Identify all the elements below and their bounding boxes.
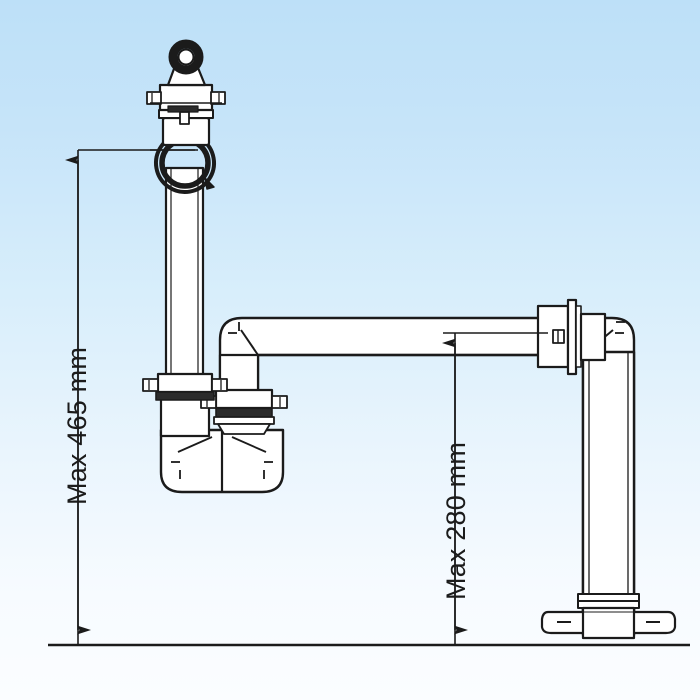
vertical-riser-pipe (164, 166, 205, 377)
u-bend-trap (159, 428, 285, 494)
flanged-coupling-upper (142, 372, 228, 401)
dimension-label-280: Max 280 mm (441, 441, 471, 600)
valve-body-with-flanges (146, 83, 226, 147)
trap-centre-marks (171, 461, 273, 479)
elbow-left-center-marks (228, 322, 240, 334)
dimension-465 (65, 149, 198, 645)
escutcheon-flange (540, 593, 677, 640)
elbow-right-center-marks (615, 321, 625, 334)
flanged-coupling-trap-outlet (200, 388, 288, 435)
dimension-280 (442, 332, 548, 645)
flanged-coupling-inline (536, 298, 607, 376)
suspension-eye (168, 39, 204, 75)
vertical-drop-pipe (581, 350, 636, 637)
dimension-label-465: Max 465 mm (62, 346, 92, 505)
